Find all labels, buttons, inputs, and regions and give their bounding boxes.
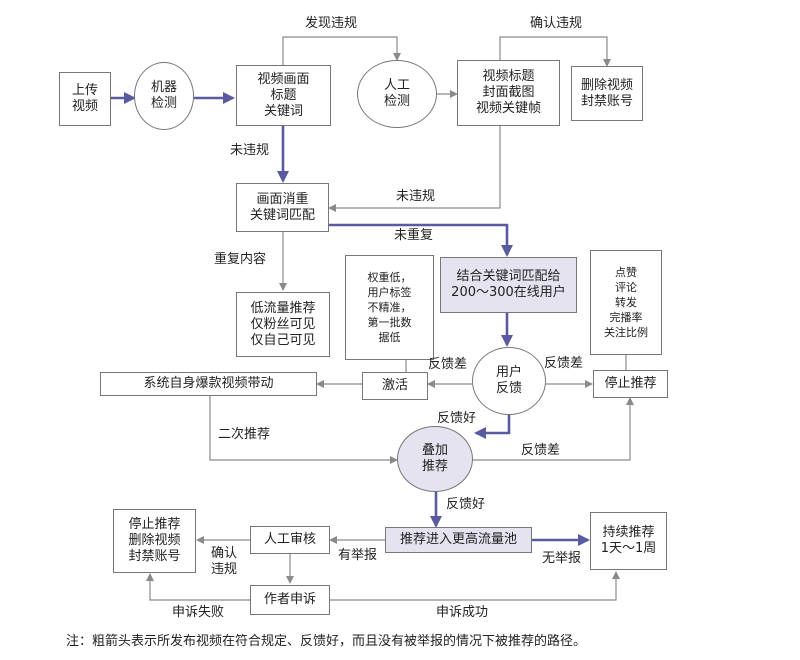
- label-bad-feedback-stack: 反馈差: [521, 443, 561, 458]
- activate-box: 激活: [362, 372, 428, 400]
- thick-arrow-good-feedback: [474, 414, 511, 439]
- delete-ban-top-box: 删除视频 封禁账号: [571, 66, 643, 121]
- label-confirm-violation-top: 确认违规: [530, 16, 583, 31]
- arrow-found-violation: [282, 36, 401, 65]
- dedup-keyword-match-box: 画面消重 关键词匹配: [236, 183, 329, 232]
- label-second-recommend: 二次推荐: [218, 427, 271, 442]
- label-good-feedback-stack: 反馈好: [446, 497, 486, 512]
- label-bad-feedback-right: 反馈差: [544, 356, 584, 371]
- low-traffic-box: 低流量推荐 仅粉丝可见 仅自己可见: [236, 292, 330, 357]
- label-not-duplicate: 未重复: [394, 228, 434, 243]
- label-not-reported: 无举报: [542, 551, 582, 566]
- label-duplicate-content: 重复内容: [214, 252, 267, 267]
- arrow-appeal-failed: [146, 573, 250, 601]
- video-title-frames-box: 视频标题 封面截图 视频关键帧: [457, 60, 560, 126]
- user-feedback-circle: 用户 反馈: [472, 347, 546, 415]
- keyword-match-users-box: 结合关键词匹配给 200～300在线用户: [440, 257, 577, 313]
- hot-video-box: 系统自身爆款视频带动: [100, 372, 317, 396]
- video-screen-title-keyword-box: 视频画面 标题 关键词: [236, 65, 331, 126]
- label-no-violation-right: 未违规: [396, 189, 436, 204]
- thick-arrow-not-duplicate: [329, 223, 513, 257]
- machine-check-circle: 机器 检测: [134, 62, 194, 130]
- manual-check-circle: 人工 检测: [357, 60, 437, 128]
- label-confirm-violation: 确认 违规: [211, 546, 238, 577]
- keep-recommend-box: 持续推荐 1天～1周: [590, 512, 667, 570]
- manual-review-box: 人工审核: [250, 526, 330, 554]
- arrow-appeal-success: [330, 571, 620, 601]
- author-appeal-box: 作者申诉: [250, 585, 330, 615]
- arrow-no-violation-right: [328, 126, 501, 212]
- label-reported: 有举报: [338, 548, 378, 563]
- stack-recommend-circle: 叠加 推荐: [397, 426, 473, 492]
- note-engagement-metrics: 点赞 评论 转发 完播率 关注比例: [590, 250, 662, 355]
- stop-recommend-box: 停止推荐: [593, 370, 668, 398]
- label-bad-feedback-left: 反馈差: [428, 357, 468, 372]
- stop-delete-ban-box: 停止推荐 删除视频 封禁账号: [113, 509, 196, 573]
- upload-video-box: 上传 视频: [59, 72, 111, 126]
- footnote: 注：粗箭头表示所发布视频在符合规定、反馈好，而且没有被举报的情况下被推荐的路径。: [66, 634, 587, 649]
- arrow-second-recommend: [209, 396, 398, 464]
- label-appeal-failed: 申诉失败: [172, 605, 225, 620]
- note-low-weights: 权重低， 用户标签 不精准， 第一批数 据低: [345, 255, 434, 360]
- label-found-violation: 发现违规: [305, 16, 358, 31]
- label-good-feedback: 反馈好: [437, 411, 477, 426]
- higher-traffic-pool-box: 推荐进入更高流量池: [385, 527, 532, 553]
- arrow-confirm-violation-top: [499, 36, 611, 67]
- arrow-bad-feedback-stack: [473, 397, 634, 461]
- label-no-violation-left: 未违规: [230, 143, 270, 158]
- label-appeal-success: 申诉成功: [436, 605, 489, 620]
